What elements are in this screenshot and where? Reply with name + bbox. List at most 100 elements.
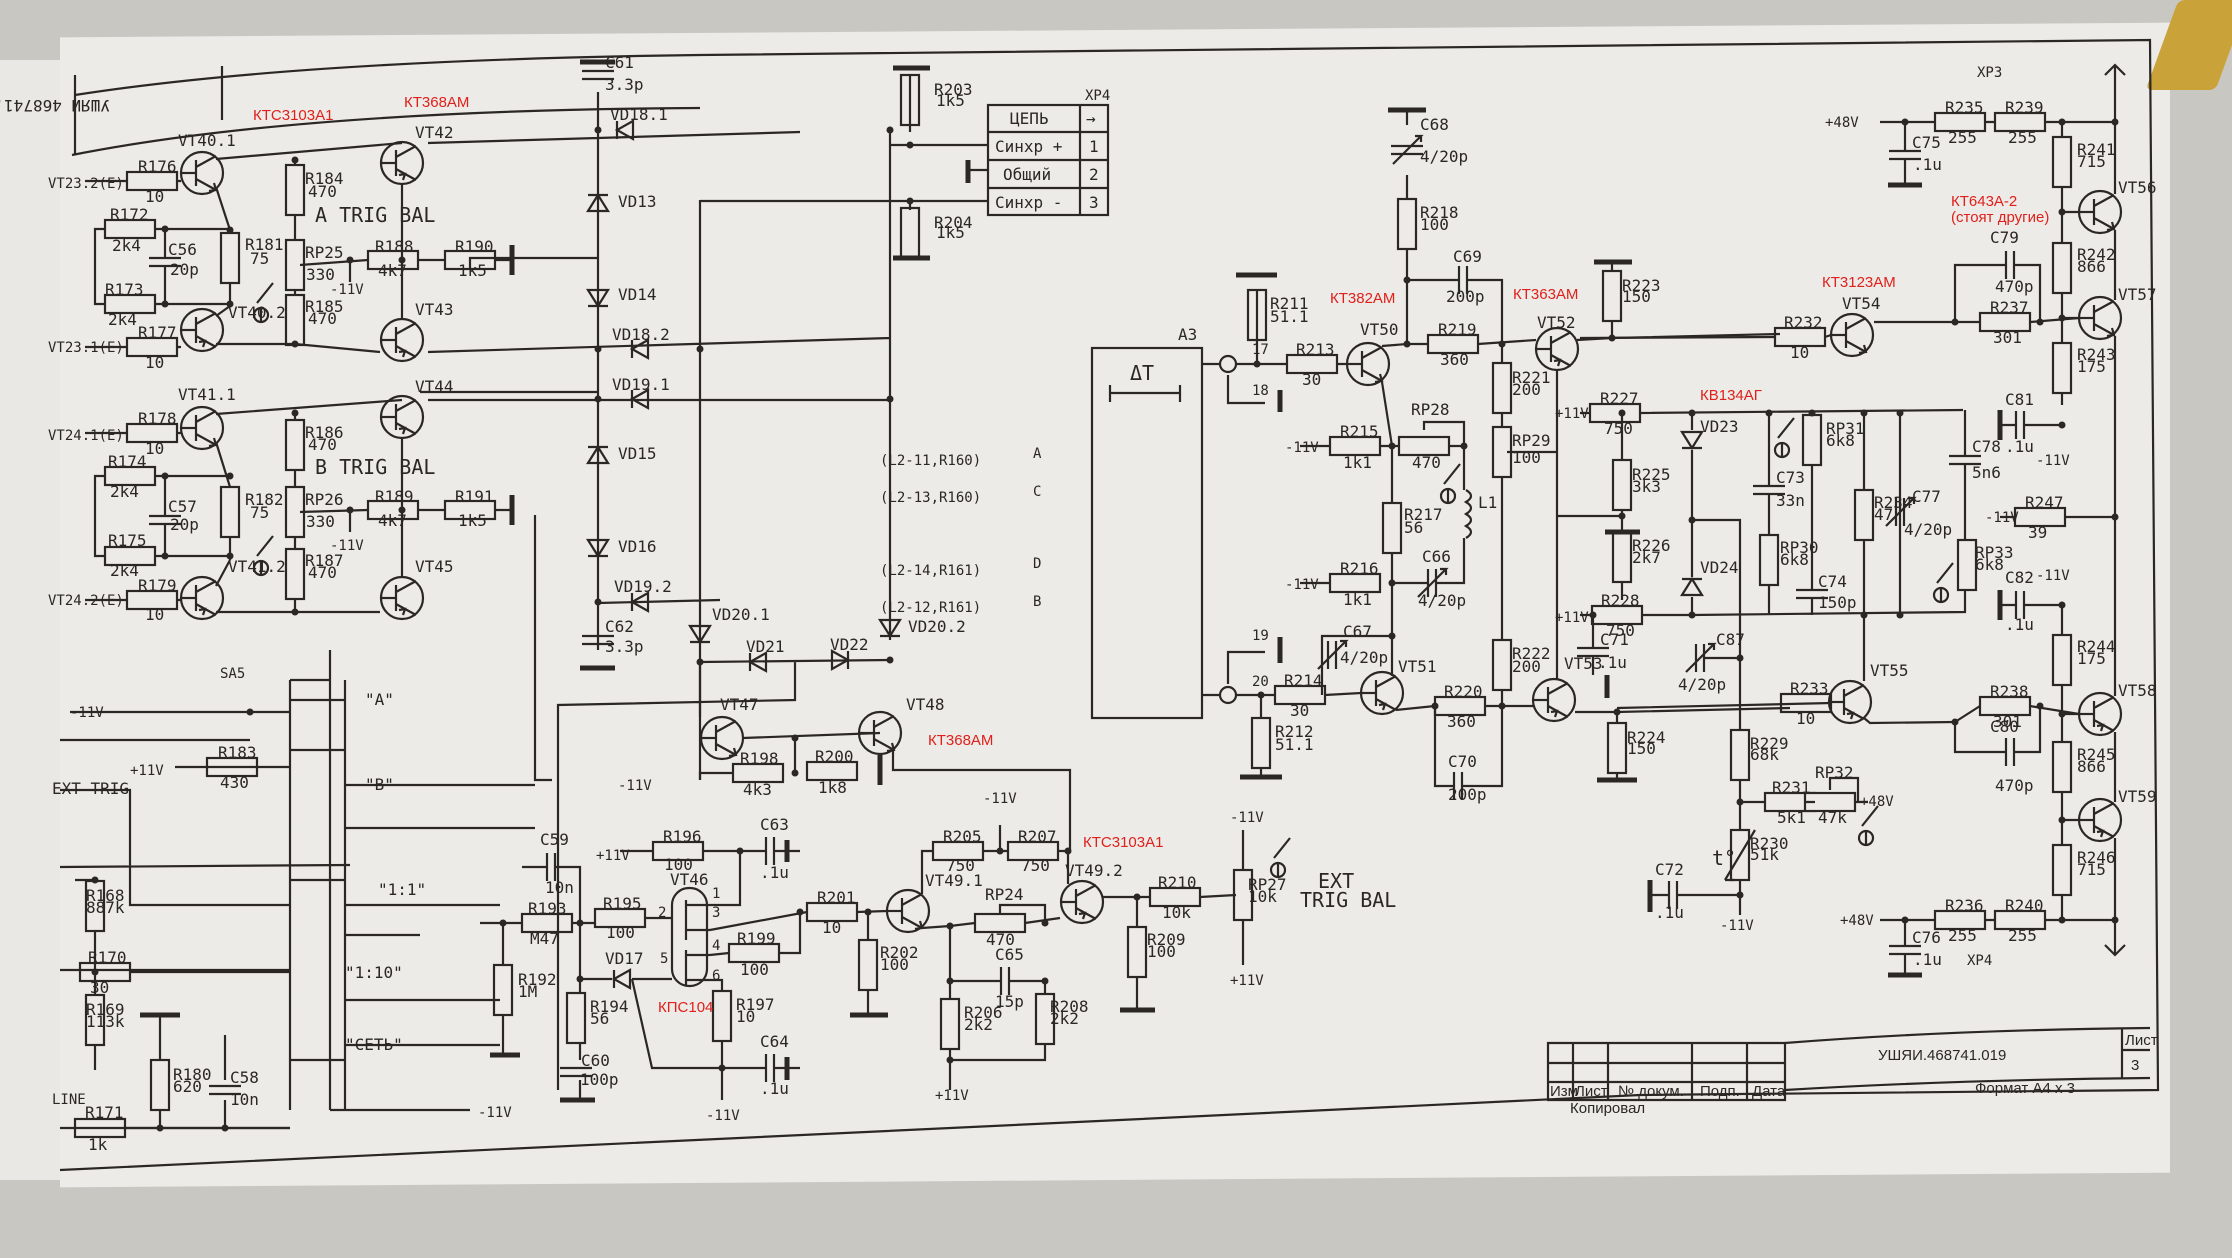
copied-label: Копировал: [1570, 1100, 1645, 1117]
resistor-value: 1k5: [458, 261, 487, 280]
xp4-row-pin: 3: [1089, 193, 1099, 212]
xp4-row-pin: 2: [1089, 165, 1099, 184]
part-note-vt56: КТ643А-2: [1951, 193, 2017, 210]
resistor-value: 56: [1404, 518, 1423, 537]
sheet-label: Лист: [2125, 1032, 2158, 1049]
capacitor-c79: [2004, 251, 2016, 279]
capacitor-value: 200p: [1448, 785, 1487, 804]
part-note-vt56-extra: (стоят другие): [1951, 209, 2049, 226]
capacitor-value: 150p: [1818, 593, 1857, 612]
resistor-ref: RP28: [1411, 400, 1450, 419]
resistor-ref: R198: [740, 749, 779, 768]
resistor-value: 1k: [88, 1135, 108, 1154]
pin-label: 6: [712, 968, 720, 984]
resistor-ref: R206: [964, 1003, 1003, 1022]
capacitor-ref: C81: [2005, 390, 2034, 409]
capacitor-value: .1u: [1598, 653, 1627, 672]
junction-dot: [886, 126, 894, 134]
capacitor-value: 4/20p: [1340, 648, 1388, 667]
trim-adjust-icon: [1932, 562, 1954, 604]
resistor-value: 4k7: [378, 511, 407, 530]
resistor-value: 6k8: [1780, 550, 1809, 569]
junction-dot: [886, 395, 894, 403]
resistor-r197: [711, 989, 733, 1043]
resistor-value: 255: [1948, 926, 1977, 945]
resistor-ref: R222: [1512, 644, 1551, 663]
resistor-value: 2k4: [110, 482, 139, 501]
resistor-value: 200: [1512, 380, 1541, 399]
junction-dot: [398, 506, 406, 514]
transistor-label: VT48: [906, 695, 945, 714]
junction-dot: [1460, 442, 1468, 450]
capacitor-ref: C67: [1343, 622, 1372, 641]
resistor-ref: R228: [1601, 591, 1640, 610]
junction-dot: [161, 472, 169, 480]
pin-label: 2: [658, 905, 666, 921]
xp4-arrow: →: [1086, 109, 1096, 128]
pin-label: 1: [712, 886, 720, 902]
transistor-label: VT49.2: [1065, 861, 1123, 880]
resistor-ref: R208: [1050, 997, 1089, 1016]
resistor-value: 47k: [1818, 808, 1847, 827]
sa5-label: SA5: [220, 666, 245, 682]
junction-dot: [696, 658, 704, 666]
resistor-value: 750: [946, 856, 975, 875]
capacitor-value: .1u: [1655, 903, 1684, 922]
junction-dot: [791, 734, 799, 742]
resistor-value: 10: [822, 918, 841, 937]
resistor-r202: [857, 938, 879, 992]
transistor-label: VT40.1: [178, 131, 236, 150]
transistor-label: VT40.2: [228, 303, 286, 322]
resistor-value: 10: [736, 1007, 755, 1026]
resistor-value: 750: [1606, 621, 1635, 640]
resistor-r187: [284, 547, 306, 601]
capacitor-c68: [1391, 134, 1424, 165]
capacitor-c87: [1685, 642, 1717, 673]
junction-dot: [499, 919, 507, 927]
capacitor-value: 5n6: [1972, 463, 2001, 482]
resistor-value: 100: [880, 955, 909, 974]
resistor-ref: R219: [1438, 320, 1477, 339]
resistor-ref: R218: [1420, 203, 1459, 222]
resistor-ref: RP26: [305, 490, 344, 509]
junction-dot: [1736, 798, 1744, 806]
diode-vd23: [1680, 430, 1704, 451]
junction-dot: [291, 409, 299, 417]
resistor-ref: R213: [1296, 340, 1335, 359]
junction-dot: [594, 345, 602, 353]
junction-dot: [291, 156, 299, 164]
resistor-r180: [149, 1058, 171, 1112]
resistor-value: 10: [1790, 343, 1809, 362]
b-trig-bal-label: B TRIG BAL: [315, 455, 435, 479]
junction-dot: [161, 225, 169, 233]
transistor-label: VT43: [415, 300, 454, 319]
trim-adjust-icon: [252, 282, 274, 324]
resistor-ref: RP32: [1815, 763, 1854, 782]
resistor-value: 2k7: [1632, 548, 1661, 567]
switch-position-b: "B": [365, 775, 394, 794]
junction-dot: [1133, 893, 1141, 901]
resistor-value: 113k: [86, 1012, 125, 1031]
junction-dot: [696, 345, 704, 353]
resistor-r229: [1729, 728, 1751, 782]
a3-box: [1090, 346, 1204, 720]
a-trig-bal-label: A TRIG BAL: [315, 203, 435, 227]
resistor-ref: RP31: [1826, 419, 1865, 438]
resistor-value: 470: [986, 930, 1015, 949]
resistor-ref: R224: [1627, 728, 1666, 747]
transistor-vt56: [2077, 189, 2123, 235]
resistor-r194: [565, 991, 587, 1045]
capacitor-value: 15p: [995, 992, 1024, 1011]
transistor-vt40-1: [179, 150, 225, 196]
capacitor-ref: C79: [1990, 228, 2019, 247]
resistor-ref: R204: [934, 213, 973, 232]
resistor-ref: R217: [1404, 505, 1443, 524]
resistor-value: 470: [308, 563, 337, 582]
junction-dot: [1041, 919, 1049, 927]
capacitor-c75: [1889, 149, 1921, 161]
resistor-ref: R202: [880, 943, 919, 962]
transistor-vt58: [2077, 691, 2123, 737]
capacitor-ref: C74: [1818, 572, 1847, 591]
junction-dot: [2036, 702, 2044, 710]
